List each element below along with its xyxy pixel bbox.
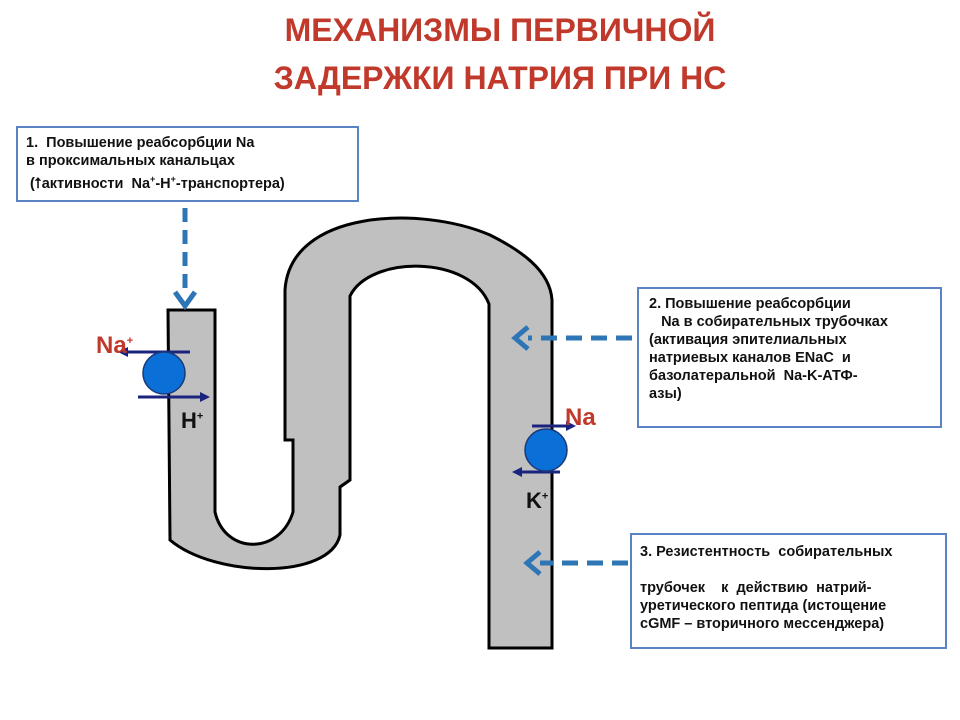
mechanism-box-1: 1. Повышение реабсорбции Na в проксималь… bbox=[16, 126, 359, 202]
box2-line-5: базолатеральной Na-K-АТФ- bbox=[649, 368, 858, 384]
box3-line-3: уретического пептида (истощение bbox=[640, 598, 887, 614]
tubule-notch-left bbox=[283, 300, 293, 442]
ion-na-left: Na+ bbox=[96, 332, 134, 359]
up-arrow-icon: ⭡ bbox=[34, 175, 42, 192]
box3-line-2: трубочек к действию натрий- bbox=[640, 580, 872, 596]
ion-na-right: Na bbox=[565, 404, 596, 431]
box3-line-4: cGMF – вторичного мессенджера) bbox=[640, 616, 885, 632]
title-line-2: ЗАДЕРЖКИ НАТРИЯ ПРИ НС bbox=[273, 60, 727, 96]
box2-line-3: (активация эпителиальных bbox=[649, 332, 847, 348]
box1-line-2: в проксимальных канальцах bbox=[26, 153, 235, 169]
tubule-shape bbox=[166, 216, 554, 650]
box2-line-4: натриевых каналов ENaC и bbox=[649, 350, 851, 366]
dashed-arrow-2 bbox=[511, 325, 632, 351]
title-line-1: МЕХАНИЗМЫ ПЕРВИЧНОЙ bbox=[284, 12, 716, 48]
mechanism-box-2: 2. Повышение реабсорбции Na в собиратель… bbox=[637, 287, 942, 428]
ion-h-left: H+ bbox=[181, 408, 204, 433]
ion-k-right: K+ bbox=[526, 488, 549, 513]
transporter-right bbox=[512, 421, 576, 477]
mechanism-box-3: 3. Резистентность собирательных трубочек… bbox=[630, 533, 947, 649]
box1-line-3: (⭡активности Na+-H+-транспортера) bbox=[26, 174, 285, 192]
box2-line-1: 2. Повышение реабсорбции bbox=[649, 296, 851, 312]
tubule-notch-mid bbox=[339, 300, 352, 489]
transporter-left bbox=[118, 347, 210, 402]
box3-line-1: 3. Резистентность собирательных bbox=[640, 544, 893, 560]
box2-line-2: Na в собирательных трубочках bbox=[649, 314, 888, 330]
box1-line-1: 1. Повышение реабсорбции Na bbox=[26, 135, 255, 151]
dashed-arrow-1 bbox=[172, 208, 198, 311]
box2-line-6: азы) bbox=[649, 386, 682, 402]
dashed-arrow-3 bbox=[523, 550, 628, 576]
